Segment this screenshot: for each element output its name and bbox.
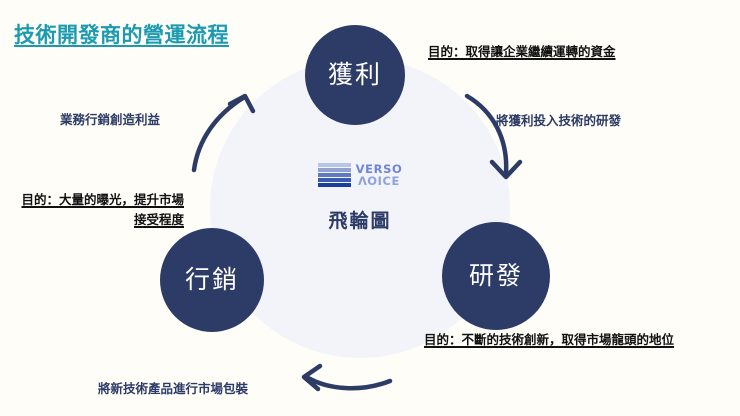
arrow-rnd-to-marketing-head: [301, 363, 323, 392]
node-rnd-label: 研發: [468, 261, 523, 290]
node-profit-label: 獲利: [327, 60, 382, 89]
node-marketing[interactable]: 行銷: [160, 228, 264, 332]
center-block: VERSO VOICE 飛輪圖: [280, 160, 440, 233]
node-marketing-label: 行銷: [184, 265, 239, 294]
logo-wordmark-verso: VERSO: [355, 162, 403, 177]
center-caption: 飛輪圖: [328, 211, 392, 232]
purpose-rnd: 目的：不斷的技術創新，取得市場龍頭的地位: [424, 333, 675, 347]
versovoice-logo: VERSO VOICE: [280, 160, 440, 190]
logo-wordmark: VERSO VOICE: [355, 162, 403, 188]
page-title: 技術開發商的營運流程: [14, 24, 229, 47]
arrow-rnd-to-marketing: [305, 375, 393, 391]
annotation-marketing-to-profit: 業務行銷創造利益: [60, 113, 161, 127]
annotation-rnd-to-marketing: 將新技術產品進行市場包裝: [98, 382, 249, 396]
purpose-profit: 目的：取得讓企業繼續運轉的資金: [428, 45, 616, 59]
logo-bars-icon: [317, 163, 351, 187]
annotation-profit-to-rnd: 將獲利投入技術的研發: [496, 114, 622, 128]
logo-wordmark-voice: VOICE: [357, 173, 401, 188]
node-rnd[interactable]: 研發: [442, 222, 550, 330]
purpose-marketing: 目的：大量的曝光，提升市場接受程度: [21, 193, 184, 227]
node-profit[interactable]: 獲利: [305, 25, 405, 125]
